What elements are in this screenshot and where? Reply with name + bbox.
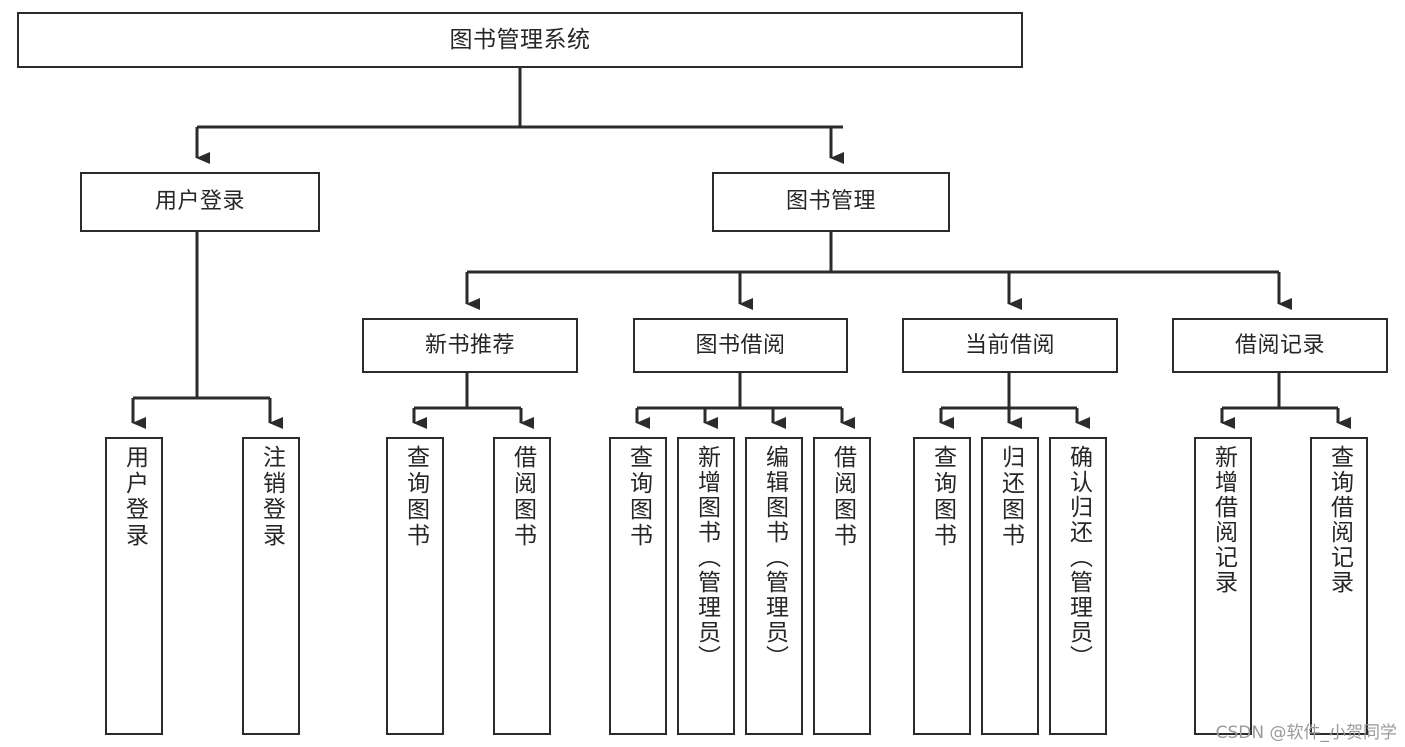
node-book-management[interactable]: 图书管理	[712, 172, 950, 232]
node-borrow-record[interactable]: 借阅记录	[1172, 318, 1388, 373]
node-label: 查询图书	[402, 445, 429, 549]
node-current-borrow[interactable]: 当前借阅	[902, 318, 1118, 373]
leaf-borrow-record-query[interactable]: 查询借阅记录	[1310, 437, 1368, 735]
leaf-current-borrow-confirm-return[interactable]: 确认归还（管理员）	[1049, 437, 1107, 735]
node-label: 查询借阅记录	[1326, 445, 1353, 595]
leaf-book-borrow-query[interactable]: 查询图书	[609, 437, 667, 735]
node-label: 注销登录	[258, 445, 285, 549]
node-label: 图书借阅	[695, 332, 786, 358]
leaf-current-borrow-query[interactable]: 查询图书	[913, 437, 971, 735]
node-label: 新书推荐	[424, 332, 515, 358]
watermark-text: CSDN @软件_小贺同学	[1215, 723, 1397, 743]
leaf-new-book-borrow[interactable]: 借阅图书	[493, 437, 551, 735]
node-new-book-recommend[interactable]: 新书推荐	[362, 318, 578, 373]
leaf-current-borrow-return[interactable]: 归还图书	[981, 437, 1039, 735]
leaf-borrow-record-add[interactable]: 新增借阅记录	[1194, 437, 1252, 735]
leaf-book-borrow-add[interactable]: 新增图书（管理员）	[677, 437, 735, 735]
node-label: 用户登录	[121, 445, 148, 549]
node-label: 归还图书	[997, 445, 1024, 549]
node-label: 新增借阅记录	[1210, 445, 1237, 595]
leaf-book-borrow-edit[interactable]: 编辑图书（管理员）	[745, 437, 803, 735]
leaf-new-book-query[interactable]: 查询图书	[386, 437, 444, 735]
leaf-user-login-login[interactable]: 用户登录	[105, 437, 163, 735]
node-label: 借阅图书	[509, 445, 536, 549]
leaf-user-login-logout[interactable]: 注销登录	[242, 437, 300, 735]
node-label: 图书管理系统	[449, 26, 591, 53]
leaf-book-borrow-borrow[interactable]: 借阅图书	[813, 437, 871, 735]
node-label: 编辑图书（管理员）	[761, 445, 788, 670]
node-label: 用户登录	[154, 189, 245, 214]
node-label: 当前借阅	[964, 332, 1055, 358]
node-label: 借阅记录	[1234, 332, 1325, 358]
node-label: 查询图书	[929, 445, 956, 549]
node-label: 新增图书（管理员）	[693, 445, 720, 670]
node-label: 查询图书	[625, 445, 652, 549]
node-user-login[interactable]: 用户登录	[80, 172, 320, 232]
node-label: 图书管理	[785, 189, 876, 214]
node-label: 确认归还（管理员）	[1065, 445, 1092, 670]
node-label: 借阅图书	[829, 445, 856, 549]
node-book-borrow[interactable]: 图书借阅	[633, 318, 848, 373]
node-root-system[interactable]: 图书管理系统	[17, 12, 1023, 68]
